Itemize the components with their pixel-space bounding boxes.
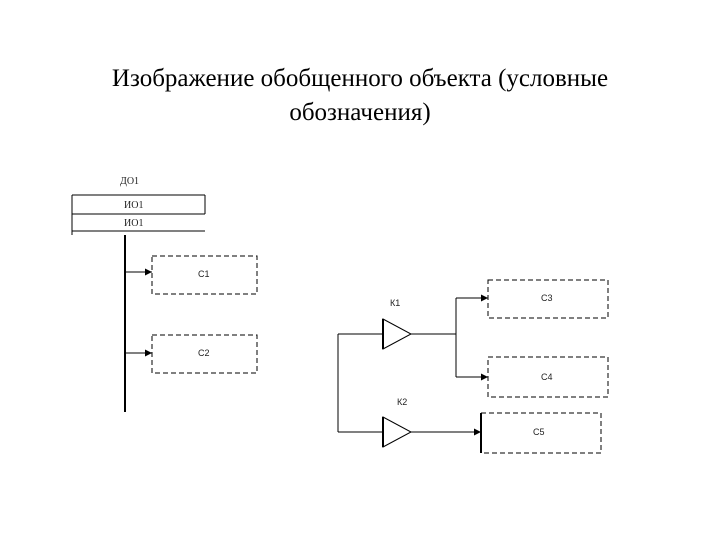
title-line-2: обозначения)	[289, 99, 431, 126]
key-k1-label: К1	[390, 298, 400, 308]
key-k1-triangle	[382, 318, 413, 350]
block-c5-label: C5	[533, 427, 545, 437]
io-row-1-label: ИО1	[124, 200, 143, 211]
do-label: ДО1	[120, 176, 139, 187]
block-c2-label: C2	[198, 348, 210, 358]
key-k2-label: К2	[397, 397, 407, 407]
block-c4	[487, 356, 609, 398]
title-line-1: Изображение обобщенного объекта (условны…	[111, 65, 609, 92]
slide-title: Изображение обобщенного объекта (условны…	[40, 62, 680, 130]
block-c3	[487, 279, 609, 319]
block-c1	[151, 255, 258, 295]
io-row-2-label: ИО1	[124, 218, 143, 229]
block-c3-label: C3	[541, 293, 553, 303]
block-c4-label: C4	[541, 372, 553, 382]
key-k2-triangle	[382, 416, 413, 448]
block-c1-label: C1	[198, 269, 210, 279]
block-c2	[151, 334, 258, 374]
